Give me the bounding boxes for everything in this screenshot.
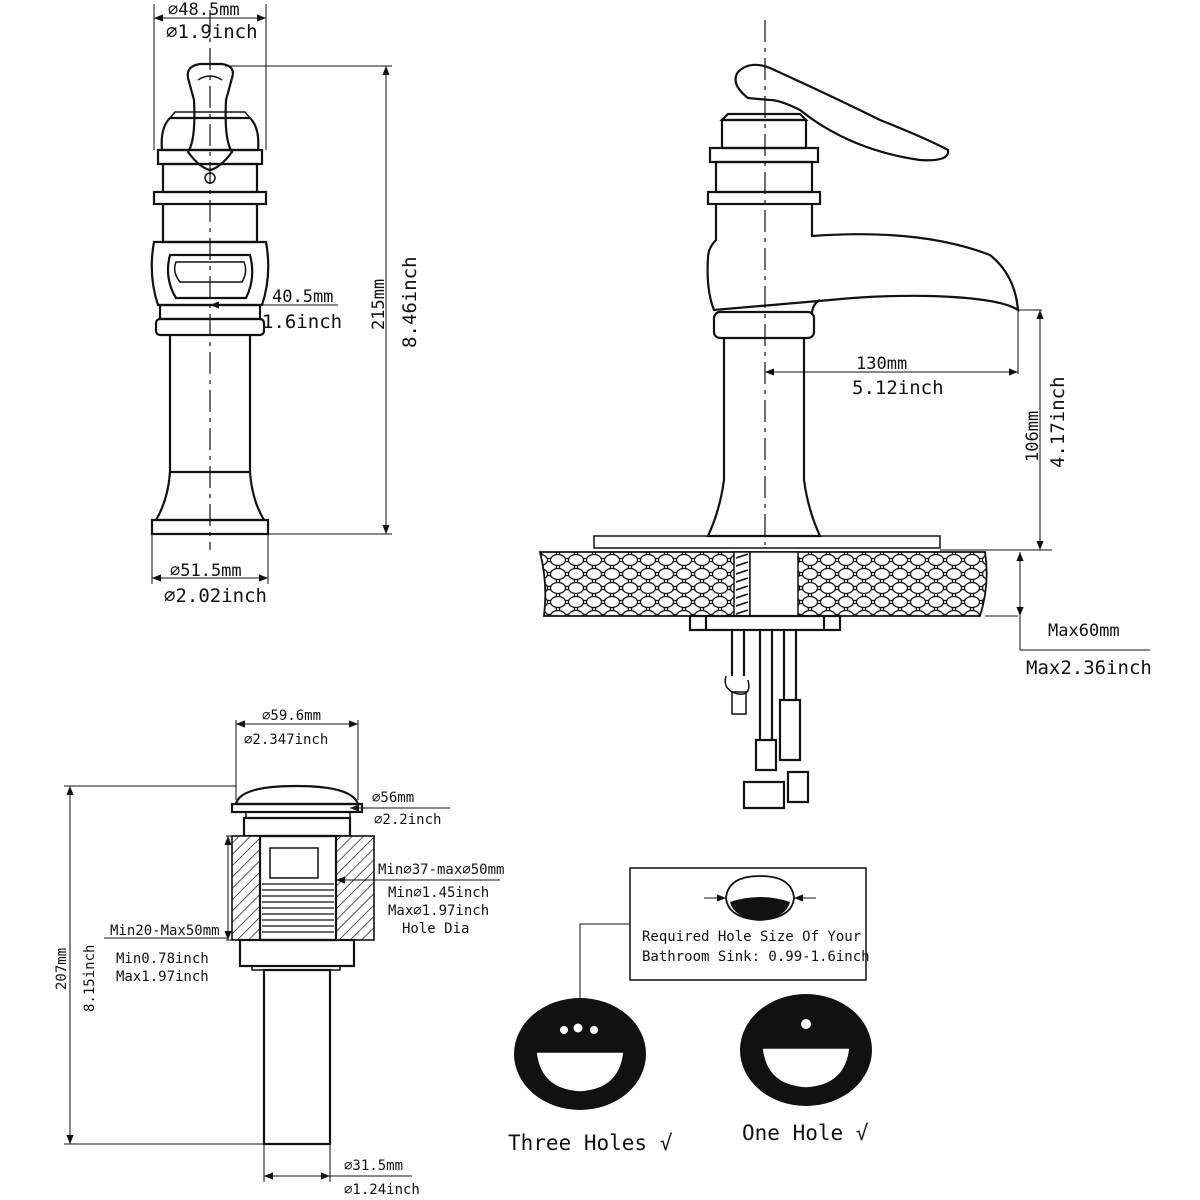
hole-size-note-line2: Bathroom Sink: 0.99-1.6inch — [642, 949, 870, 965]
supply-nut-right — [786, 770, 810, 804]
thickness-min-in-label: Min0.78inch — [116, 951, 209, 967]
deck-plate — [593, 535, 941, 549]
drain-body — [258, 834, 338, 942]
reach-mm-label: 130mm — [856, 354, 907, 374]
mid-width-mm-label: 40.5mm — [272, 287, 333, 307]
height-in-label: 8.46inch — [399, 256, 421, 348]
top-diameter-mm-label: ⌀48.5mm — [168, 0, 240, 20]
spout-height-in-label: 4.17inch — [1047, 376, 1069, 468]
hole-max-in-label: Max⌀1.97inch — [388, 903, 489, 919]
body-column — [168, 335, 252, 474]
one-hole-label: One Hole √ — [742, 1121, 869, 1145]
mid-width-in-label: 1.6inch — [262, 311, 342, 333]
mounting-plate — [688, 614, 842, 632]
tail-diameter-in-label: ⌀1.24inch — [344, 1182, 420, 1198]
height-mm-label: 215mm — [369, 279, 389, 330]
flange-diameter-in-label: ⌀2.2inch — [374, 812, 441, 828]
flange-diameter-mm-label: ⌀56mm — [372, 790, 414, 806]
drain-cap — [234, 784, 360, 806]
hole-min-in-label: Min⌀1.45inch — [388, 885, 489, 901]
side-view: 130mm 5.12inch 106mm 4.17inch Max60mm Ma… — [538, 20, 1152, 810]
reach-in-label: 5.12inch — [852, 377, 944, 399]
supply-nut-left — [742, 780, 786, 810]
three-holes-label: Three Holes √ — [508, 1131, 673, 1155]
drain-flange — [242, 816, 352, 838]
thickness-mm-label: Min20-Max50mm — [110, 923, 220, 939]
base-diameter-in-label: ⌀2.02inch — [164, 585, 267, 607]
deck-max-in-label: Max2.36inch — [1026, 657, 1152, 679]
side-column — [706, 338, 822, 538]
tail-diameter-mm-label: ⌀31.5mm — [344, 1158, 403, 1174]
thickness-max-in-label: Max1.97inch — [116, 969, 209, 985]
base-diameter-mm-label: ⌀51.5mm — [170, 561, 242, 581]
sink-compatibility: Required Hole Size Of Your Bathroom Sink… — [508, 867, 872, 1155]
pop-up-drain: ⌀59.6mm ⌀2.347inch ⌀56mm ⌀2.2inch Min⌀37… — [54, 708, 504, 1198]
supply-lines — [758, 630, 798, 740]
spout-height-mm-label: 106mm — [1023, 411, 1043, 462]
handle-lever — [186, 62, 234, 172]
drain-height-mm-label: 207mm — [54, 948, 70, 990]
cap-diameter-in-label: ⌀2.347inch — [244, 732, 328, 748]
spout — [706, 204, 1020, 313]
drain-tailpiece — [262, 968, 332, 1146]
deck-max-mm-label: Max60mm — [1048, 621, 1120, 641]
hole-right — [590, 1026, 598, 1034]
side-handle-lever — [734, 63, 950, 162]
hole-size-note-line1: Required Hole Size Of Your — [642, 929, 861, 945]
hole-center — [573, 1023, 583, 1033]
hole-range-mm-label: Min⌀37-max⌀50mm — [378, 862, 504, 878]
hole-left — [560, 1026, 568, 1034]
collar-ring — [152, 190, 268, 206]
top-diameter-in-label: ⌀1.9inch — [166, 21, 258, 43]
cap-diameter-mm-label: ⌀59.6mm — [262, 708, 321, 724]
single-hole — [801, 1019, 811, 1029]
front-view: ⌀48.5mm ⌀1.9inch 40.5mm 1.6inch 215mm 8.… — [150, 0, 421, 607]
drain-height-in-label: 8.15inch — [82, 945, 98, 1012]
hole-caption-label: Hole Dia — [402, 921, 469, 937]
handle-screw — [204, 172, 216, 184]
drain-nut — [238, 938, 356, 968]
note-connector — [579, 923, 630, 1012]
